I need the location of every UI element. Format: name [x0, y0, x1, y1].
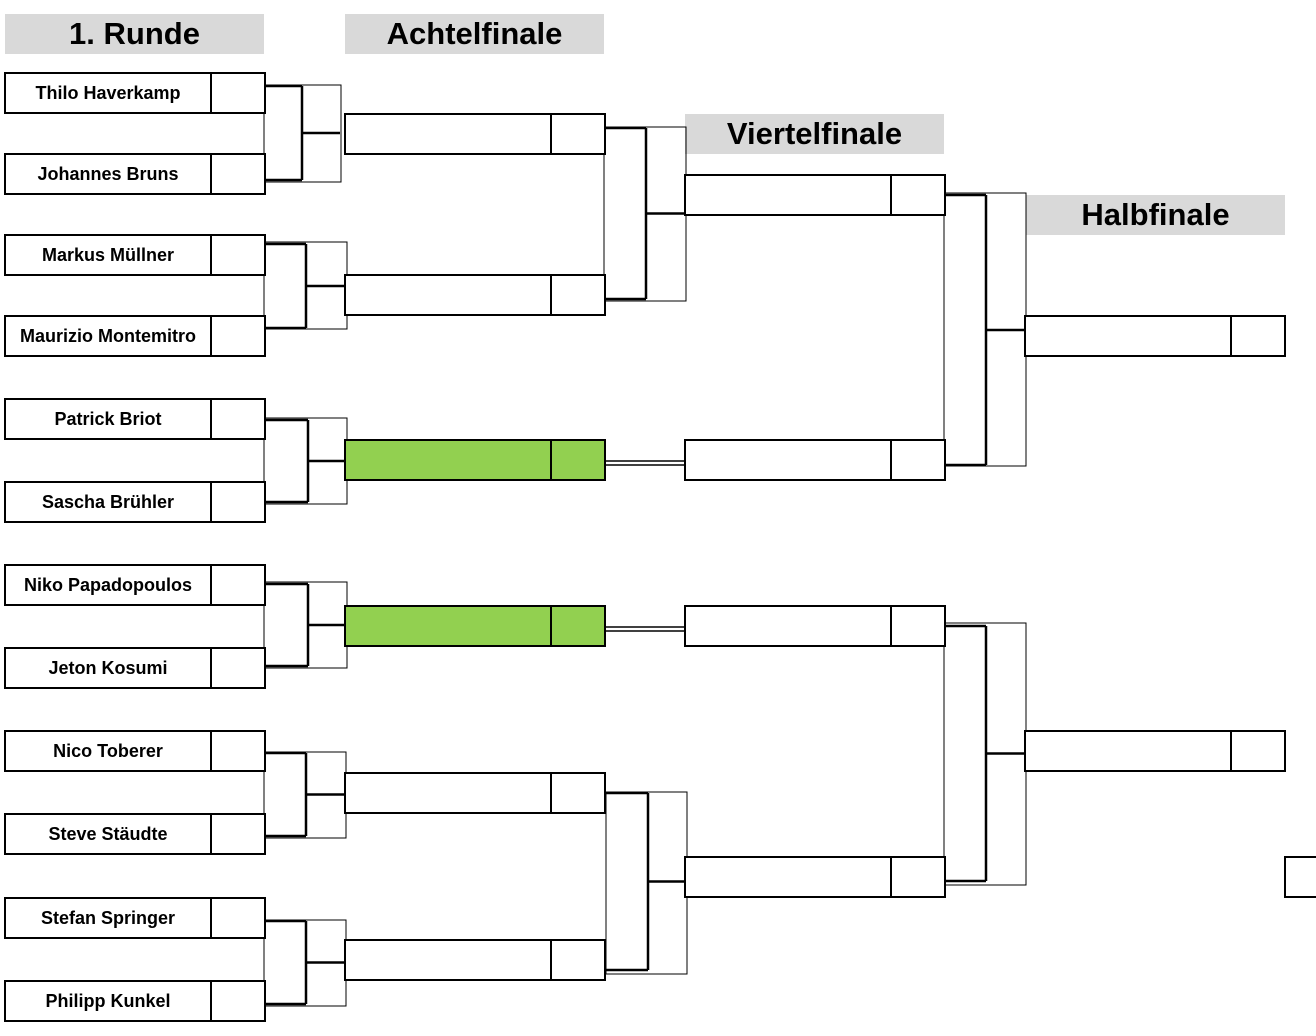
score-cell[interactable] [1232, 732, 1284, 770]
header-viertelfinale: Viertelfinale [685, 114, 944, 154]
player-name[interactable]: Stefan Springer [6, 899, 212, 937]
score-cell[interactable] [212, 155, 264, 193]
round1-slot[interactable]: Johannes Bruns [4, 153, 266, 195]
score-cell[interactable] [552, 941, 604, 979]
round1-slot[interactable]: Maurizio Montemitro [4, 315, 266, 357]
score-cell[interactable] [1272, 858, 1316, 896]
player-name[interactable]: Jeton Kosumi [6, 649, 212, 687]
player-name[interactable] [346, 441, 552, 479]
header-round1: 1. Runde [5, 14, 264, 54]
achtelfinale-slot[interactable] [344, 772, 606, 814]
round1-slot[interactable]: Markus Müllner [4, 234, 266, 276]
player-name[interactable]: Patrick Briot [6, 400, 212, 438]
header-halbfinale: Halbfinale [1026, 195, 1285, 235]
score-cell[interactable] [212, 236, 264, 274]
player-name[interactable] [346, 941, 552, 979]
player-name[interactable]: Maurizio Montemitro [6, 317, 212, 355]
round1-slot[interactable]: Philipp Kunkel [4, 980, 266, 1022]
score-cell[interactable] [892, 858, 944, 896]
round1-slot[interactable]: Nico Toberer [4, 730, 266, 772]
round1-slot[interactable]: Patrick Briot [4, 398, 266, 440]
achtelfinale-slot[interactable] [344, 939, 606, 981]
achtelfinale-slot[interactable] [344, 605, 606, 647]
round1-slot[interactable]: Thilo Haverkamp [4, 72, 266, 114]
round1-slot[interactable]: Jeton Kosumi [4, 647, 266, 689]
score-cell[interactable] [892, 441, 944, 479]
player-name[interactable] [1026, 317, 1232, 355]
player-name[interactable] [686, 858, 892, 896]
score-cell[interactable] [892, 176, 944, 214]
score-cell[interactable] [212, 566, 264, 604]
round1-slot[interactable]: Niko Papadopoulos [4, 564, 266, 606]
header-achtelfinale: Achtelfinale [345, 14, 604, 54]
player-name[interactable] [346, 276, 552, 314]
achtelfinale-slot[interactable] [344, 113, 606, 155]
viertelfinale-slot[interactable] [684, 174, 946, 216]
score-cell[interactable] [212, 732, 264, 770]
round1-slot[interactable]: Steve Stäudte [4, 813, 266, 855]
player-name[interactable] [686, 176, 892, 214]
round1-slot[interactable]: Stefan Springer [4, 897, 266, 939]
viertelfinale-slot[interactable] [684, 605, 946, 647]
player-name[interactable] [686, 441, 892, 479]
player-name[interactable]: Niko Papadopoulos [6, 566, 212, 604]
score-cell[interactable] [212, 982, 264, 1020]
viertelfinale-slot[interactable] [684, 439, 946, 481]
player-name[interactable]: Steve Stäudte [6, 815, 212, 853]
player-name[interactable]: Thilo Haverkamp [6, 74, 212, 112]
halbfinale-slot[interactable] [1024, 730, 1286, 772]
player-name[interactable] [346, 115, 552, 153]
connector-line [605, 791, 688, 975]
round1-slot[interactable]: Sascha Brühler [4, 481, 266, 523]
achtelfinale-slot[interactable] [344, 439, 606, 481]
halbfinale-slot[interactable] [1024, 315, 1286, 357]
score-cell[interactable] [212, 899, 264, 937]
score-cell[interactable] [212, 649, 264, 687]
player-name[interactable] [346, 774, 552, 812]
player-name[interactable] [686, 607, 892, 645]
player-name[interactable]: Markus Müllner [6, 236, 212, 274]
player-name[interactable]: Nico Toberer [6, 732, 212, 770]
score-cell[interactable] [552, 774, 604, 812]
score-cell[interactable] [552, 441, 604, 479]
score-cell[interactable] [552, 276, 604, 314]
score-cell[interactable] [212, 815, 264, 853]
score-cell[interactable] [212, 483, 264, 521]
score-cell[interactable] [212, 400, 264, 438]
player-name[interactable]: Philipp Kunkel [6, 982, 212, 1020]
score-cell[interactable] [1232, 317, 1284, 355]
achtelfinale-slot[interactable] [344, 274, 606, 316]
viertelfinale-slot[interactable] [684, 856, 946, 898]
connector-line [263, 84, 342, 183]
score-cell[interactable] [552, 607, 604, 645]
player-name[interactable] [1026, 732, 1232, 770]
player-name[interactable]: Sascha Brühler [6, 483, 212, 521]
player-name[interactable] [346, 607, 552, 645]
score-cell[interactable] [552, 115, 604, 153]
score-cell[interactable] [212, 74, 264, 112]
player-name[interactable]: Johannes Bruns [6, 155, 212, 193]
partial-slot[interactable] [1284, 856, 1316, 898]
score-cell[interactable] [212, 317, 264, 355]
score-cell[interactable] [892, 607, 944, 645]
